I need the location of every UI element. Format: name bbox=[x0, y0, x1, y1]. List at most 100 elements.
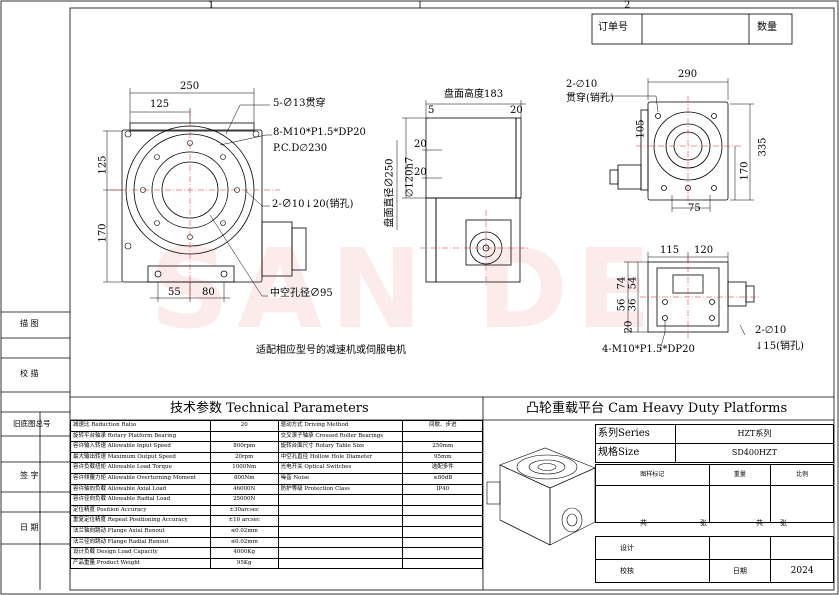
tech-cell: 光电开关 Optical Switches bbox=[277, 462, 404, 474]
tech-cell: 250mm bbox=[402, 441, 483, 453]
tech-cell: 定位精度 Position Accuracy bbox=[70, 504, 211, 517]
design-label: 设计 bbox=[595, 536, 710, 560]
top-note-pin: 2-∅10 bbox=[566, 79, 598, 90]
tech-cell: ≤0.02mm bbox=[209, 525, 279, 538]
bottom-dim-20: 20 bbox=[623, 320, 635, 334]
front-note-holes: 5-∅13贯穿 bbox=[273, 98, 326, 109]
tech-row: 重复定位精度 Repeat Positioning Accuracy±10 ar… bbox=[70, 515, 483, 527]
tech-cell: 95Kg bbox=[209, 557, 279, 570]
tech-cell: 容许轴向负载 Allowable Axial Load bbox=[70, 483, 211, 496]
tech-cell: 旋转平台轴承 Rotary Platform Bearing bbox=[70, 430, 211, 443]
strip-date: 日 期 bbox=[20, 523, 39, 532]
strip-sign: 签 字 bbox=[20, 471, 39, 480]
side-dim-20-b: 20 bbox=[414, 167, 427, 178]
tech-cell: 法兰径向跳动 Flange Radial Runout bbox=[70, 536, 211, 549]
spec-label: 规格Size bbox=[595, 443, 676, 463]
tech-cell bbox=[277, 504, 404, 517]
top-dim-75: 75 bbox=[688, 203, 701, 214]
col-mark-2: 2 bbox=[624, 0, 631, 11]
order-label: 订单号 bbox=[598, 22, 628, 33]
series-table: 系列Series HZT系列 规格Size SD400HZT bbox=[595, 424, 835, 463]
tech-cell: 20 bbox=[209, 420, 279, 432]
scale-label: 比例 bbox=[770, 464, 834, 486]
tech-title: 技术参数 Technical Parameters bbox=[170, 401, 369, 416]
date-label: 日期 bbox=[708, 559, 772, 583]
top-dim-105: 105 bbox=[635, 119, 647, 139]
bottom-dim-54: 54 bbox=[627, 276, 639, 290]
tech-cell: 产品重量 Product Weight bbox=[70, 557, 211, 570]
tech-cell: 中空孔直径 Hollow Hole Diameter bbox=[277, 451, 404, 464]
tech-cell: ±30arcsec bbox=[209, 504, 279, 517]
tech-cell: 旋转台面尺寸 Rotary Table Size bbox=[277, 441, 404, 453]
total-unit: 张 bbox=[700, 519, 707, 527]
tech-cell: 噪音 Noise bbox=[277, 472, 404, 485]
tech-cell bbox=[209, 430, 279, 443]
tech-cell: 容许径向负载 Allowable Radial Load bbox=[70, 494, 211, 506]
tech-cell: IP40 bbox=[402, 483, 483, 496]
side-dim-5: 5 bbox=[428, 105, 435, 116]
tech-cell: ±10 arcsec bbox=[209, 515, 279, 527]
tech-cell: 容许倾覆力矩 Allowable Overturning Moment bbox=[70, 472, 211, 485]
tech-cell: 容许负载扭矩 Allowable Load Torque bbox=[70, 462, 211, 474]
sheet-unit: 张 bbox=[780, 519, 787, 527]
order-box bbox=[591, 13, 793, 45]
tech-cell bbox=[277, 494, 404, 506]
strip-check: 校 描 bbox=[20, 369, 39, 378]
tech-cell: 法兰轴向跳动 Flange Axial Runout bbox=[70, 525, 211, 538]
tech-cell: 减速比 Reduction Ratio bbox=[70, 420, 211, 432]
sheet-label: 共 bbox=[756, 519, 763, 527]
tech-cell: 重复定位精度 Repeat Positioning Accuracy bbox=[70, 515, 211, 527]
tech-cell: 最大输出转速 Maximum Output Speed bbox=[70, 451, 211, 464]
product-title: 凸轮重载平台 Cam Heavy Duty Platforms bbox=[526, 401, 788, 416]
total-label: 共 bbox=[640, 519, 647, 527]
side-dim-height: 盘面高度183 bbox=[444, 89, 504, 100]
top-note-through: 贯穿(销孔) bbox=[566, 93, 614, 104]
tech-cell: 间歇、步进 bbox=[402, 420, 483, 432]
front-note-pcd: P.C.D∅230 bbox=[273, 143, 328, 154]
tech-cell: 4000Kg bbox=[209, 547, 279, 559]
check-label: 校核 bbox=[595, 559, 710, 583]
top-dim-335: 335 bbox=[757, 137, 769, 157]
strip-trace: 描 图 bbox=[20, 319, 39, 328]
top-view-dims bbox=[600, 78, 754, 212]
tech-cell: 驱动方式 Driving Method bbox=[277, 420, 404, 432]
tech-cell: 25000N bbox=[209, 494, 279, 506]
series-value: HZT系列 bbox=[674, 424, 835, 444]
tech-cell: 选配多件 bbox=[402, 462, 483, 474]
tech-cell: ≤80dB bbox=[402, 472, 483, 485]
front-dim-125-top: 125 bbox=[150, 99, 170, 110]
tech-row: 法兰径向跳动 Flange Radial Runout≤0.02mm bbox=[70, 536, 483, 549]
mark-table: 图样标记 重量 比例 bbox=[595, 464, 834, 523]
tech-cell bbox=[402, 536, 483, 549]
tech-cell bbox=[402, 504, 483, 517]
tech-cell bbox=[277, 547, 404, 559]
left-strip-lines bbox=[1, 311, 70, 590]
watermark: SAN DE bbox=[150, 225, 660, 353]
front-dim-125-side: 125 bbox=[97, 155, 109, 175]
front-note-hollow: 中空孔径∅95 bbox=[270, 288, 333, 299]
tech-cell bbox=[402, 494, 483, 506]
front-dim-250: 250 bbox=[180, 81, 200, 92]
top-view-outline bbox=[609, 101, 729, 201]
bottom-dim-115: 115 bbox=[660, 245, 680, 256]
bottom-dim-56: 56 bbox=[616, 298, 628, 312]
tech-cell: 46000N bbox=[209, 483, 279, 496]
tech-cell: 防护等级 Protection Class bbox=[277, 483, 404, 496]
top-dim-170: 170 bbox=[739, 161, 751, 181]
spec-value: SD400HZT bbox=[674, 443, 835, 463]
tech-cell: 20rpm bbox=[209, 451, 279, 464]
bottom-note-pin: 2-∅10 bbox=[755, 325, 787, 336]
qty-label: 数量 bbox=[757, 22, 777, 33]
top-dim-290: 290 bbox=[678, 69, 698, 80]
tech-cell bbox=[277, 536, 404, 549]
tech-cell bbox=[277, 525, 404, 538]
front-note-thread: 8-M10*P1.5*DP20 bbox=[273, 127, 366, 138]
